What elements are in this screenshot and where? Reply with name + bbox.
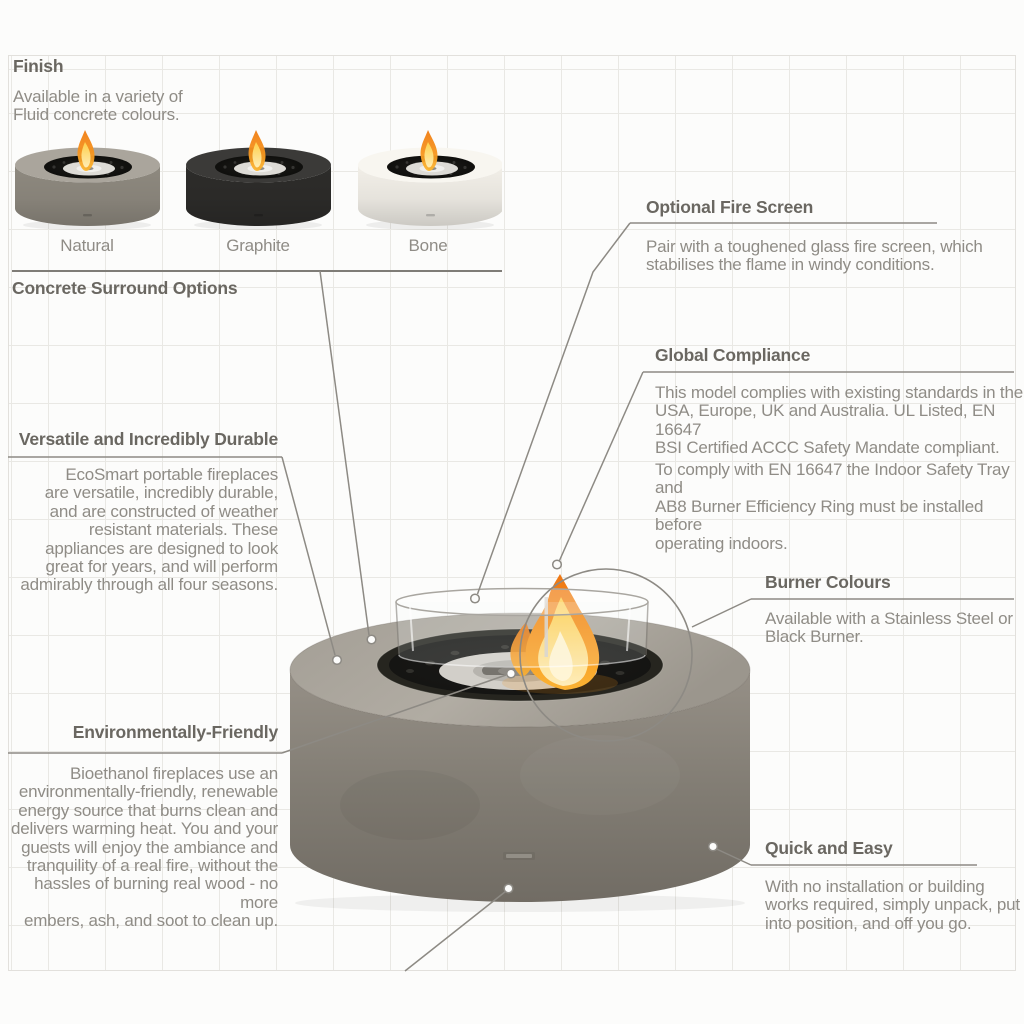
color-option-label: Natural <box>60 236 114 255</box>
leader-quick-and-easy <box>716 848 752 866</box>
callout-endpoint <box>503 883 514 894</box>
leader-versatile <box>281 456 336 656</box>
surround-options-title: Concrete Surround Options <box>12 278 238 298</box>
versatile-body: EcoSmart portable fireplaces are versati… <box>20 465 278 595</box>
global-compliance-body-2: To comply with EN 16647 the Indoor Safet… <box>655 460 1010 553</box>
leader-burner-colours <box>691 598 752 628</box>
global-compliance-title: Global Compliance <box>655 345 811 365</box>
color-option-label: Graphite <box>226 236 290 255</box>
brand-plate <box>503 852 535 860</box>
optional-fire-screen-body: Pair with a toughened glass fire screen,… <box>646 237 983 275</box>
concrete-surround <box>289 612 751 912</box>
leader-optional-fire-screen <box>476 222 631 595</box>
quick-and-easy-title: Quick and Easy <box>765 838 893 858</box>
color-option-label: Bone <box>408 236 448 255</box>
leader-concrete-surround <box>319 270 370 636</box>
environmentally-friendly-body: Bioethanol fireplaces use an environment… <box>10 764 278 931</box>
versatile-title: Versatile and Incredibly Durable <box>18 429 278 449</box>
callout-endpoint <box>331 654 343 666</box>
finish-description: Available in a variety of Fluid concrete… <box>13 87 183 125</box>
finish-title: Finish <box>13 56 64 76</box>
burner-detail-circle <box>519 568 693 742</box>
callout-endpoint <box>469 593 481 604</box>
optional-fire-screen-title: Optional Fire Screen <box>646 197 814 217</box>
environmentally-friendly-title: Environmentally-Friendly <box>72 722 278 742</box>
burner-colours-title: Burner Colours <box>765 572 891 592</box>
callout-endpoint <box>551 559 563 570</box>
leader-bottom <box>404 890 506 972</box>
callout-endpoint <box>505 668 517 679</box>
burner-colours-body: Available with a Stainless Steel or Blac… <box>765 609 1013 647</box>
global-compliance-body-1: This model complies with existing standa… <box>655 383 1023 458</box>
callout-endpoint <box>707 841 719 852</box>
leader-environmentally-friendly <box>281 674 507 754</box>
flame <box>510 574 600 690</box>
callout-endpoint <box>366 634 377 645</box>
quick-and-easy-body: With no installation or building works r… <box>765 877 1020 933</box>
leader-global-compliance <box>558 371 644 561</box>
